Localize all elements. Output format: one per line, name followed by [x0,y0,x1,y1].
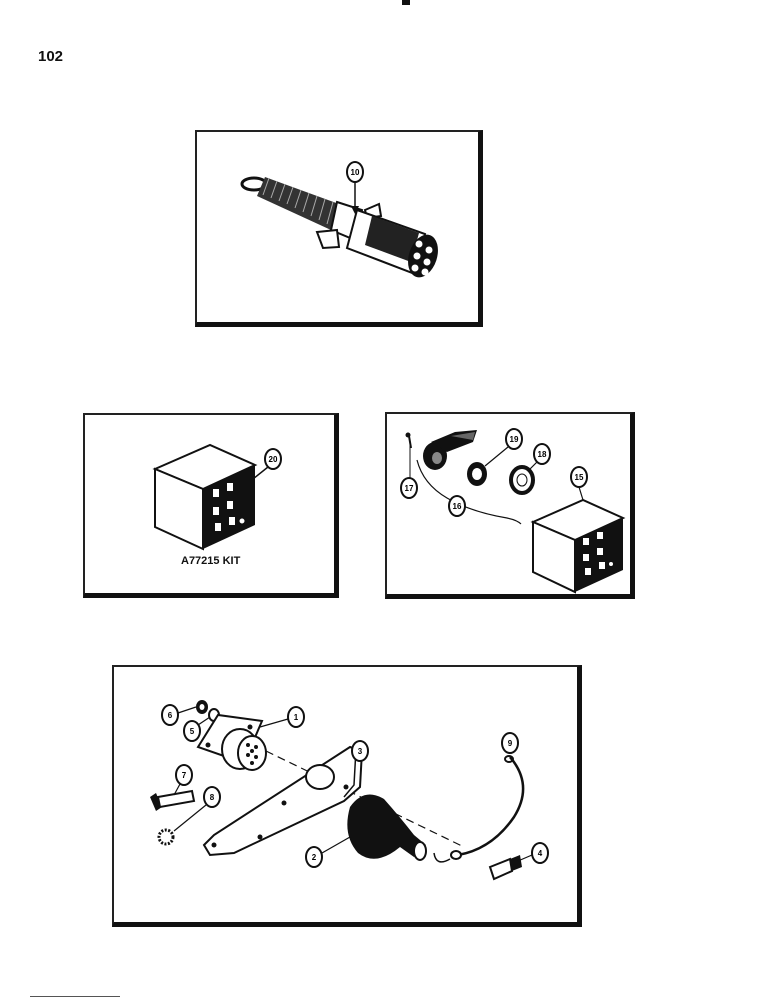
switch-receptacle-illustration: 17 16 19 18 15 [400,428,626,594]
callout-2: 2 [312,853,317,862]
callout-4: 4 [538,849,543,858]
header-fragment [402,0,410,5]
callout-18: 18 [538,450,547,459]
callout-9: 9 [508,739,513,748]
callout-16: 16 [453,502,462,511]
page-number: 102 [38,48,64,65]
callout-3: 3 [358,747,363,756]
receptacle-kit-illustration: 20 [152,443,282,551]
panel-receptacle-kit: 20 A77215 KIT [83,413,339,598]
callout-20: 20 [269,455,278,464]
kit-label: A77215 KIT [181,555,241,567]
callout-5: 5 [190,727,195,736]
panel-plug-cable: 10 [195,130,483,327]
callout-19: 19 [510,435,519,444]
callout-10: 10 [351,168,360,177]
mounting-assembly-illustration: 6 5 1 3 9 7 8 2 4 [150,700,549,881]
panel-mounting-assembly: 6 5 1 3 9 7 8 2 4 [112,665,582,927]
callout-7: 7 [182,771,187,780]
plug-cable-illustration: 10 [240,161,438,278]
callout-6: 6 [168,711,173,720]
panel-switch-receptacle: 17 16 19 18 15 [385,412,635,599]
callout-15: 15 [575,473,584,482]
callout-8: 8 [210,793,215,802]
bottom-rule [30,996,120,997]
callout-1: 1 [294,713,299,722]
callout-17: 17 [405,484,414,493]
